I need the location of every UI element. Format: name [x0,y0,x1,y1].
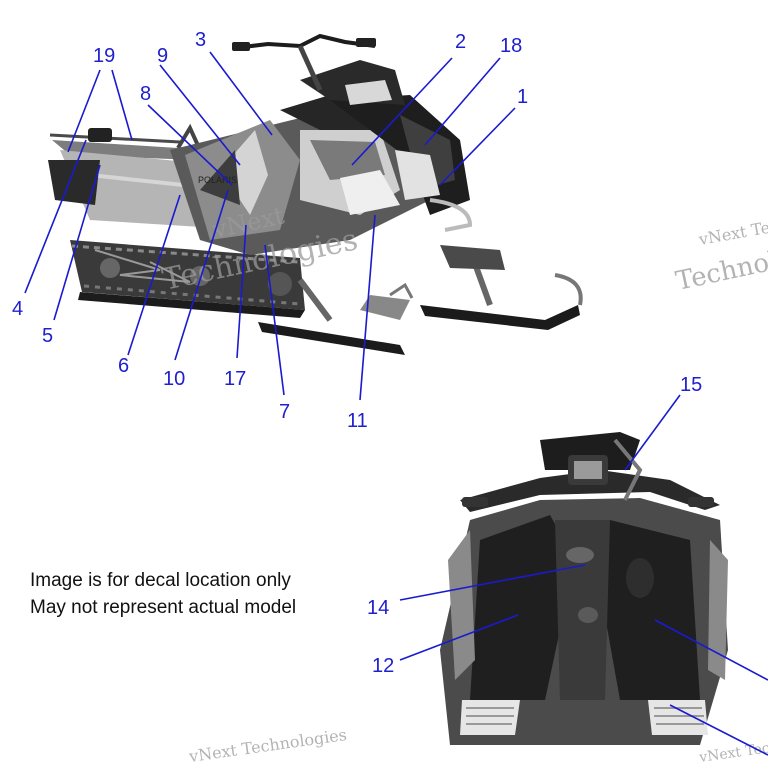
callout-8: 8 [140,83,151,105]
front-handlebar [460,470,720,512]
callout-17: 17 [224,368,246,390]
watermark-vnext-3: vNext Technologies [187,725,348,766]
disclaimer-line-2: May not represent actual model [30,597,297,618]
callout-1: 1 [517,86,528,108]
callout-3: 3 [195,29,206,51]
watermark-vnext-2: vNext Technologies [696,203,768,249]
callout-5: 5 [42,325,53,347]
callout-10: 10 [163,368,185,390]
callout-9: 9 [157,45,168,67]
callout-11: 11 [347,410,368,432]
callout-6: 6 [118,355,129,377]
disclaimer-line-1: Image is for decal location only [30,570,291,591]
callout-18: 18 [500,35,522,57]
callout-7: 7 [279,401,290,423]
left-intake-grille [460,700,520,735]
side-view-snowmobile: POLARIS [48,33,583,355]
handlebar [234,33,376,50]
callout-19: 19 [93,45,115,67]
body-panels: POLARIS [170,95,473,255]
callout-12: 12 [372,655,394,677]
watermark-vnext-4: vNext Technologies [697,731,768,766]
callout-14: 14 [367,597,389,619]
callout-2: 2 [455,31,466,53]
front-bumper [429,198,473,232]
callout-4: 4 [12,298,23,320]
right-intake-grille [648,700,708,735]
snow-flap [48,160,100,205]
front-view-snowmobile [440,432,728,745]
controls [232,33,405,105]
polaris-side-decal: POLARIS [198,175,237,185]
leader-lines [24,51,768,756]
skis [258,245,583,355]
callout-numbers: 1 2 3 4 5 6 7 8 9 10 11 12 14 15 17 18 1… [12,29,702,677]
callout-15: 15 [680,374,702,396]
